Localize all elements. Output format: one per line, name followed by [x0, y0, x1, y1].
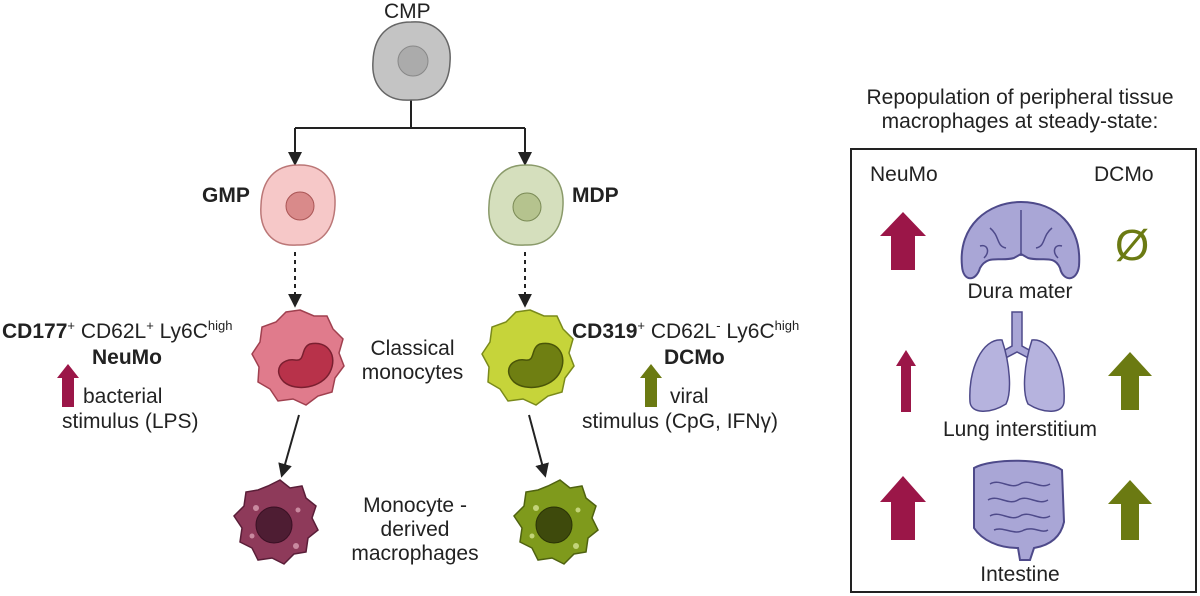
neumo-monocyte [251, 309, 345, 406]
dcmo-marker-cd319: CD319 [572, 320, 638, 343]
neumo-to-macrophage-arrow [278, 414, 300, 478]
branch-connector [294, 100, 526, 160]
dcmo-monocyte [481, 309, 575, 406]
dura-mater-icon [960, 200, 1081, 280]
neumo-marker-cd62l: CD62L [80, 320, 147, 343]
classical-monocytes-line: Classical [370, 337, 455, 360]
gmp-label: GMP [202, 184, 250, 207]
macrophage-label-line: derived [380, 518, 450, 541]
neumo-macrophage [233, 479, 319, 565]
repopulation-panel-frame [850, 148, 1197, 593]
dura-dcmo-none-symbol: Ø [1115, 221, 1150, 270]
classical-monocytes-label: Classical monocytes [355, 337, 470, 385]
macrophage-label-line: macrophages [351, 542, 479, 565]
panel-col-dcmo: DCMo [1094, 163, 1154, 186]
macrophage-label-line: Monocyte - [363, 494, 467, 517]
viral-stimulus-up-arrow [640, 364, 662, 407]
bacterial-stimulus-up-arrow [57, 364, 79, 407]
dcmo-marker-cd319-sup: + [637, 318, 645, 333]
intestine-icon [973, 459, 1066, 561]
dcmo-markers: CD319+ CD62L- Ly6Chigh [572, 318, 800, 344]
tissue-intestine-label: Intestine [980, 563, 1060, 586]
dcmo-stimulus-line-1: viral [670, 385, 709, 408]
dcmo-name: DCMo [664, 346, 725, 369]
cmp-cell [372, 21, 451, 101]
neumo-markers: CD177+ CD62L+ Ly6Chigh [2, 318, 233, 344]
tissue-dura-mater-label: Dura mater [967, 280, 1073, 303]
dcmo-marker-ly6c: Ly6C [726, 320, 775, 343]
dcmo-marker-cd62l-sup: - [716, 318, 721, 333]
gmp-cell [260, 164, 336, 246]
dcmo-to-macrophage-arrow [528, 414, 549, 478]
gmp-arrowhead [288, 152, 302, 166]
dcmo-macrophage [513, 479, 599, 565]
dcmo-marker-cd62l: CD62L [650, 320, 717, 343]
neumo-stimulus-line-1: bacterial [83, 385, 163, 408]
dcmo-intestine-up-arrow [1108, 480, 1152, 540]
panel-title: Repopulation of peripheral tissue macrop… [820, 86, 1200, 134]
neumo-marker-cd177: CD177 [2, 320, 68, 343]
neumo-name: NeuMo [92, 346, 162, 369]
lung-icon [969, 311, 1065, 412]
panel-title-line: macrophages at steady-state: [881, 110, 1159, 133]
dcmo-lung-up-arrow [1108, 352, 1152, 410]
neumo-marker-ly6c-sup: high [207, 318, 233, 333]
mdp-arrowhead [518, 152, 532, 166]
tissue-lung-interstitium-label: Lung interstitium [942, 418, 1098, 441]
cmp-label: CMP [384, 0, 431, 23]
neumo-lung-up-arrow [896, 350, 916, 412]
neumo-marker-cd62l-sup: + [146, 318, 154, 333]
panel-title-line: Repopulation of peripheral tissue [866, 86, 1174, 109]
panel-col-neumo: NeuMo [870, 163, 938, 186]
classical-monocytes-line: monocytes [361, 361, 464, 384]
dcmo-marker-ly6c-sup: high [774, 318, 800, 333]
mdp-label: MDP [572, 184, 619, 207]
neumo-marker-cd177-sup: + [67, 318, 75, 333]
neumo-stimulus-line-2: stimulus (LPS) [62, 410, 199, 433]
dcmo-stimulus-line-2: stimulus (CpG, IFNγ) [582, 410, 779, 433]
neumo-marker-ly6c: Ly6C [159, 320, 208, 343]
neumo-intestine-up-arrow [880, 476, 926, 540]
mdp-cell [488, 164, 564, 246]
neumo-dura-up-arrow [880, 212, 926, 270]
monocyte-derived-macrophages-label: Monocyte - derived macrophages [330, 494, 500, 566]
